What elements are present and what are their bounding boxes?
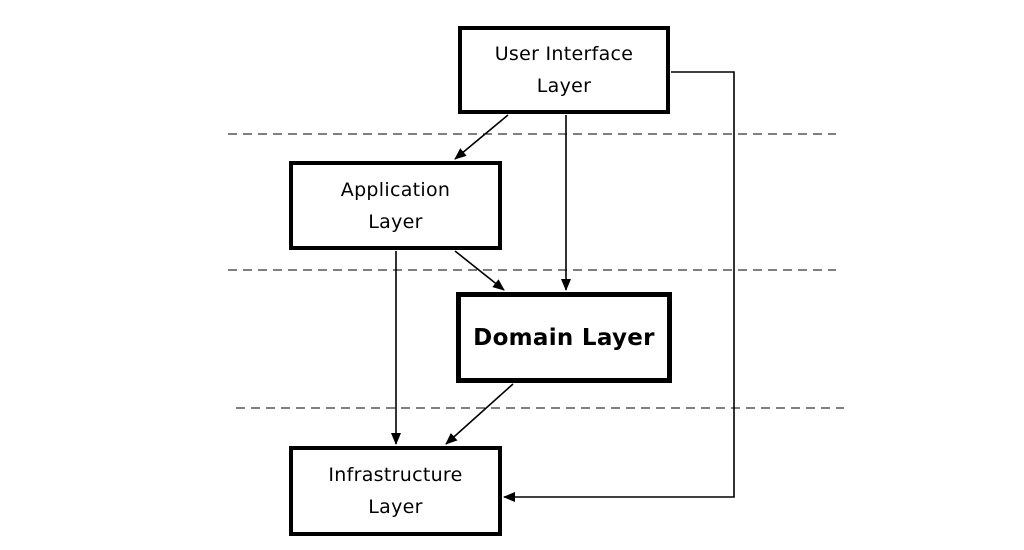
arrow-application-to-domain bbox=[454, 250, 505, 291]
user-interface-layer-label-line2: Layer bbox=[536, 75, 592, 97]
infrastructure-layer-label-line1: Infrastructure bbox=[328, 464, 463, 486]
user-interface-layer-label-line1: User Interface bbox=[494, 43, 634, 65]
application-layer-label-line2: Layer bbox=[368, 210, 423, 233]
arrow-domain-to-infrastructure bbox=[445, 383, 514, 445]
domain-layer-label: Domain Layer bbox=[473, 324, 655, 351]
infrastructure-layer-box: Infrastructure Layer bbox=[289, 446, 502, 536]
domain-layer-box: Domain Layer bbox=[456, 292, 672, 383]
user-interface-layer-box: User Interface Layer bbox=[458, 26, 670, 114]
application-layer-box: Application Layer bbox=[289, 161, 502, 250]
arrow-ui-to-application bbox=[454, 114, 509, 160]
arrow-ui-to-infrastructure bbox=[503, 71, 735, 502]
infrastructure-layer-label-line2: Layer bbox=[368, 496, 423, 518]
application-layer-label-line1: Application bbox=[340, 178, 451, 201]
